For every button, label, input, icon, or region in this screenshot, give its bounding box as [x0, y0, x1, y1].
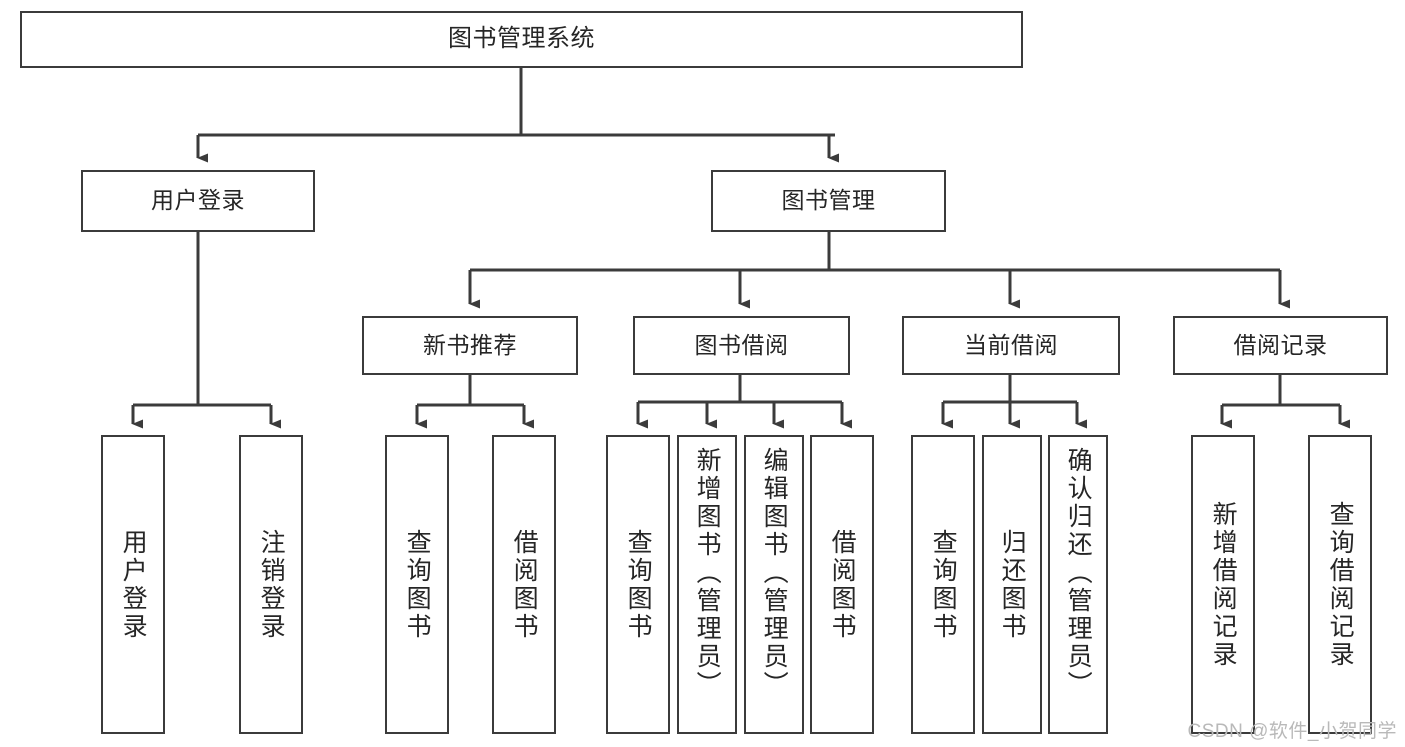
node-leaf-borrow-book-recommend[interactable]: 借阅图书	[492, 435, 556, 734]
node-label: 查询图书	[929, 528, 958, 641]
node-label: 确认归还（管理员）	[1064, 447, 1093, 699]
node-label: 借阅记录	[1233, 331, 1328, 358]
node-leaf-query-book-current[interactable]: 查询图书	[911, 435, 975, 734]
node-label: 图书管理系统	[448, 25, 595, 53]
node-leaf-borrow-book[interactable]: 借阅图书	[810, 435, 874, 734]
node-label: 新增图书（管理员）	[693, 447, 722, 699]
node-leaf-query-book-borrow[interactable]: 查询图书	[606, 435, 670, 734]
node-label: 查询图书	[403, 528, 432, 641]
node-label: 新增借阅记录	[1209, 500, 1238, 669]
node-label: 借阅图书	[510, 528, 539, 641]
node-label: 当前借阅	[964, 331, 1058, 358]
node-label: 编辑图书（管理员）	[760, 447, 789, 699]
node-leaf-edit-book[interactable]: 编辑图书（管理员）	[744, 435, 804, 734]
node-leaf-query-borrow-record[interactable]: 查询借阅记录	[1308, 435, 1372, 734]
node-label: 借阅图书	[828, 528, 857, 641]
node-label: 用户登录	[119, 528, 148, 641]
node-borrow-record[interactable]: 借阅记录	[1173, 316, 1388, 375]
node-leaf-add-book[interactable]: 新增图书（管理员）	[677, 435, 737, 734]
node-leaf-user-login[interactable]: 用户登录	[101, 435, 165, 734]
node-user-login[interactable]: 用户登录	[81, 170, 315, 232]
node-current-borrow[interactable]: 当前借阅	[902, 316, 1120, 375]
node-label: 图书借阅	[694, 331, 789, 358]
node-label: 用户登录	[151, 187, 245, 214]
node-label: 查询借阅记录	[1326, 500, 1355, 669]
node-new-book-recommend[interactable]: 新书推荐	[362, 316, 578, 375]
node-leaf-return-book[interactable]: 归还图书	[982, 435, 1042, 734]
node-label: 图书管理	[781, 187, 876, 214]
node-book-management[interactable]: 图书管理	[711, 170, 946, 232]
node-leaf-confirm-return[interactable]: 确认归还（管理员）	[1048, 435, 1108, 734]
node-label: 归还图书	[998, 528, 1027, 641]
node-label: 查询图书	[624, 528, 653, 641]
node-root-book-management-system[interactable]: 图书管理系统	[20, 11, 1023, 68]
node-book-borrow[interactable]: 图书借阅	[633, 316, 850, 375]
node-leaf-logout[interactable]: 注销登录	[239, 435, 303, 734]
node-label: 新书推荐	[423, 331, 517, 358]
node-leaf-query-book-recommend[interactable]: 查询图书	[385, 435, 449, 734]
node-leaf-add-borrow-record[interactable]: 新增借阅记录	[1191, 435, 1255, 734]
node-label: 注销登录	[257, 528, 286, 641]
watermark-text: CSDN @软件_小贺同学	[1187, 721, 1397, 742]
